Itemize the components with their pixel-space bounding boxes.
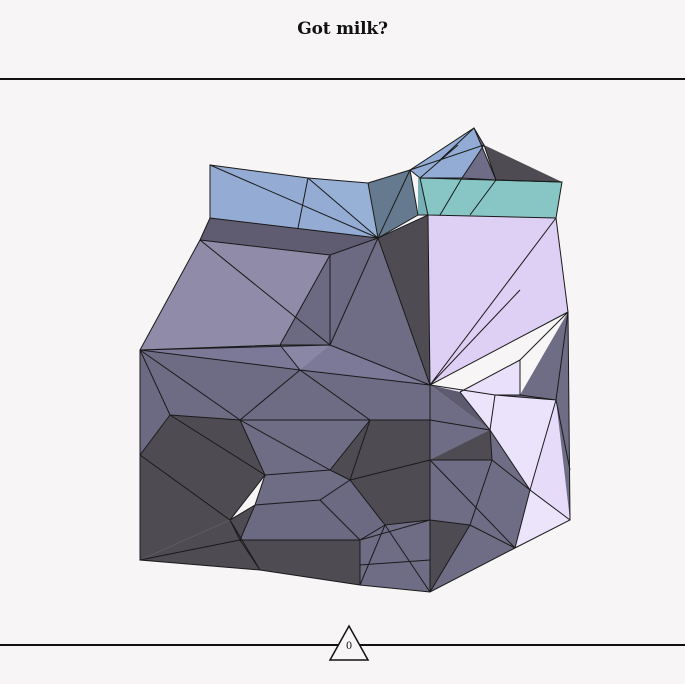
wall-dark-d	[240, 540, 360, 585]
wall-dark-a	[140, 415, 265, 560]
face-pale-d	[460, 360, 520, 395]
page-title: Got milk?	[297, 19, 388, 39]
face-mid-pale	[430, 385, 495, 430]
wall-mid-d	[360, 520, 430, 592]
face-pale-b	[530, 400, 570, 520]
wall-mid-a	[240, 420, 370, 475]
slope-mid	[280, 238, 378, 345]
face-bottom-dark	[430, 520, 470, 592]
wall-dark-left	[140, 350, 170, 455]
header-divider	[0, 78, 685, 80]
face-upper	[428, 215, 568, 385]
face-lower-mid	[430, 385, 490, 430]
roof-fold	[368, 170, 418, 238]
wall-mid-c	[240, 480, 385, 540]
roof-peak-dark	[462, 128, 496, 180]
triangle-counter-icon[interactable]	[328, 624, 370, 662]
wall-top	[140, 350, 430, 420]
face-pale-c	[515, 490, 570, 548]
carton-polygons	[140, 128, 570, 592]
face-lower-dark-b	[430, 430, 492, 460]
carton-edges	[139, 127, 571, 593]
slope-dark	[378, 215, 430, 385]
counter-value: 0	[345, 641, 353, 652]
wall-mid-b	[255, 470, 350, 505]
slope-left	[140, 240, 330, 350]
roof-peak-right	[484, 145, 562, 182]
slope-lower-b	[280, 345, 330, 370]
slope-lower	[140, 345, 430, 385]
face-pale-a	[490, 395, 556, 490]
slope-band	[200, 218, 378, 255]
